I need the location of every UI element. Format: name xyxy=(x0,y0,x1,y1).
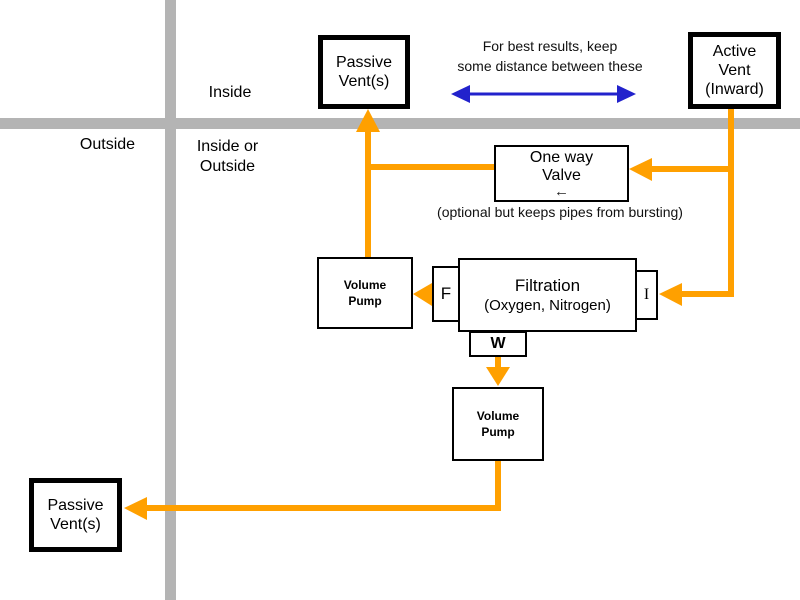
pipe-f-to-volume-pump xyxy=(413,283,434,306)
passive-vent-bottom-box: Passive Vent(s) xyxy=(29,478,122,552)
active-vent-box: Active Vent (Inward) xyxy=(688,32,781,109)
outside-label: Outside xyxy=(79,136,136,153)
pipe-w-to-volume-pump xyxy=(486,357,510,386)
volume-pump-upper-box: Volume Pump xyxy=(317,257,413,329)
optional-note: (optional but keeps pipes from bursting) xyxy=(437,204,683,220)
filtration-i-port: I xyxy=(635,270,658,320)
arrowhead-left-into-passive-vent-icon xyxy=(124,497,147,520)
distance-double-arrow-icon xyxy=(451,85,636,103)
inside-label: Inside xyxy=(208,84,252,101)
arrowhead-left-into-i-port-icon xyxy=(659,283,682,306)
pipe-valve-to-passive-vent xyxy=(356,109,497,260)
filtration-box: Filtration (Oxygen, Nitrogen) xyxy=(458,258,637,332)
arrowhead-left-into-valve-icon xyxy=(629,158,652,181)
arrowhead-down-into-volume-pump-icon xyxy=(486,367,510,386)
inside-outside-horizontal-divider xyxy=(0,118,800,129)
one-way-valve-box: One way Valve ← xyxy=(494,145,629,202)
filtration-title: Filtration xyxy=(514,276,581,295)
passive-vent-top-box: Passive Vent(s) xyxy=(318,35,410,109)
filtration-w-port: W xyxy=(469,331,527,357)
inside-or-outside-label: Inside or Outside xyxy=(196,138,259,175)
volume-pump-lower-box: Volume Pump xyxy=(452,387,544,461)
inside-outside-vertical-divider xyxy=(165,0,176,600)
arrowhead-left-into-volume-pump-icon xyxy=(413,283,432,306)
valve-direction-arrow-icon: ← xyxy=(554,182,569,200)
distance-note: For best results, keep some distance bet… xyxy=(457,38,643,74)
arrowhead-up-into-passive-vent-icon xyxy=(356,109,380,132)
pipe-active-vent-drop xyxy=(629,108,734,306)
pipe-pump-to-passive-vent-bottom xyxy=(124,460,501,520)
one-way-valve-label: One way Valve xyxy=(529,148,594,184)
filtration-f-port: F xyxy=(432,266,460,322)
filtration-subtitle: (Oxygen, Nitrogen) xyxy=(484,297,611,314)
